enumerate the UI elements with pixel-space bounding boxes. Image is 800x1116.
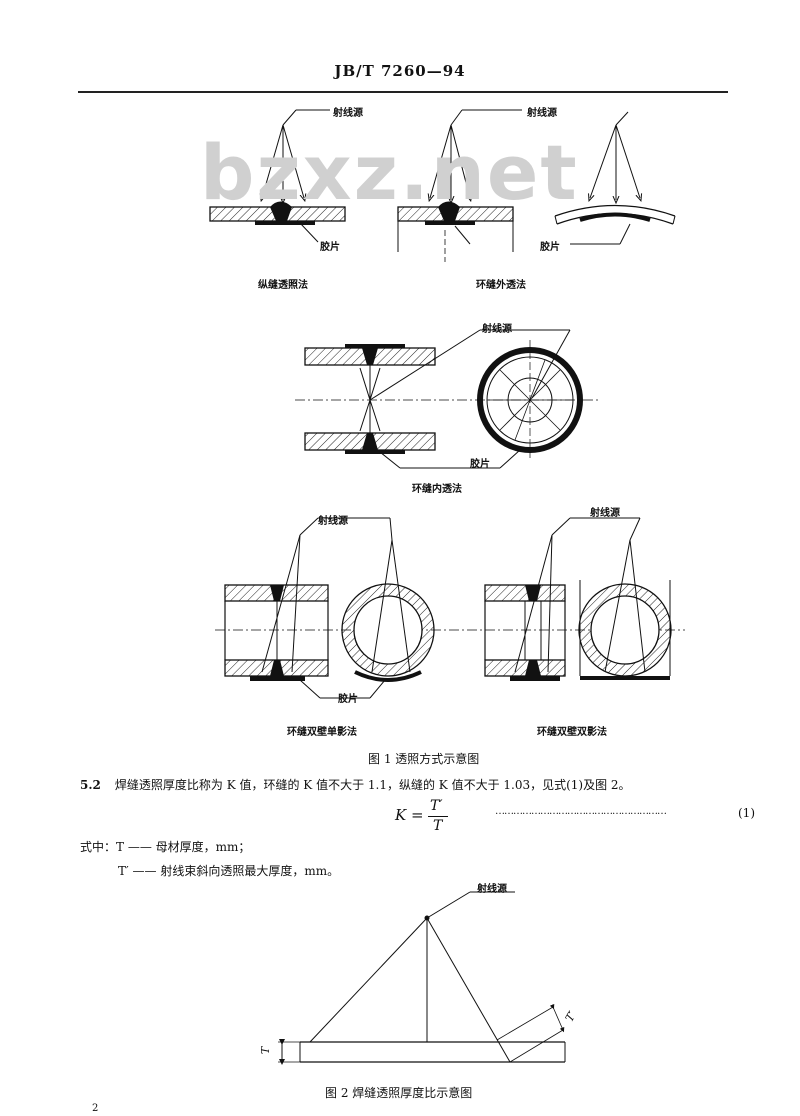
film-label-inner: 胶片 <box>470 459 490 470</box>
caption-circ-inner: 环缝内透法 <box>412 484 462 495</box>
header-rule <box>78 91 728 93</box>
caption-double-wall-double: 环缝双壁双影法 <box>537 727 607 738</box>
film-label-1: 胶片 <box>320 242 340 253</box>
source-label-inner: 射线源 <box>482 324 512 335</box>
where-intro: 式中： <box>80 840 117 854</box>
where-def-t-prime: T′ —— 射线束斜向透照最大厚度，mm。 <box>118 864 340 878</box>
double-wall-double-diagram <box>484 517 672 681</box>
figure2-diagram <box>278 891 566 1065</box>
circ-outer-diagram <box>397 109 676 262</box>
longitudinal-seam-diagram <box>209 109 346 243</box>
formula-denominator: T <box>433 818 443 834</box>
section-text: 焊缝透照厚度比称为 K 值，环缝的 K 值不大于 1.1，纵缝的 K 值不大于 … <box>114 778 631 792</box>
circ-inner-diagram <box>295 329 600 469</box>
watermark-text: bzxz.net <box>200 128 579 217</box>
film-label-single: 胶片 <box>338 694 358 705</box>
formula-dots: ………………………………………………… <box>495 806 667 817</box>
section-number: 5.2 <box>80 778 101 792</box>
page-number: 2 <box>92 1103 99 1114</box>
source-label-single: 射线源 <box>318 516 348 527</box>
caption-longitudinal: 纵缝透照法 <box>258 280 308 291</box>
source-label-2: 射线源 <box>527 108 557 119</box>
formula-number: (1) <box>738 806 755 820</box>
caption-circ-outer: 环缝外透法 <box>476 280 526 291</box>
double-wall-diagrams <box>215 517 685 699</box>
caption-double-wall-single: 环缝双壁单影法 <box>287 727 357 738</box>
formula-numerator: T′ <box>430 798 443 814</box>
section-5-2: 5.2 焊缝透照厚度比称为 K 值，环缝的 K 值不大于 1.1，纵缝的 K 值不… <box>80 776 631 793</box>
fig2-t-label: T <box>259 1046 273 1055</box>
figure1-top-row <box>209 109 676 262</box>
film-label-2: 胶片 <box>540 242 560 253</box>
formula-fraction-bar <box>428 816 448 817</box>
formula-lhs: K = <box>395 806 424 824</box>
figure1-caption: 图 1 透照方式示意图 <box>368 752 480 766</box>
source-label-double: 射线源 <box>590 508 620 519</box>
document-code-header: JB/T 7260—94 <box>334 62 466 80</box>
source-label-1: 射线源 <box>333 108 363 119</box>
where-line-1: 式中：T —— 母材厚度，mm； <box>80 838 250 855</box>
where-def-t: T —— 母材厚度，mm； <box>116 840 251 854</box>
figure2-caption: 图 2 焊缝透照厚度比示意图 <box>325 1086 473 1100</box>
fig2-source-label: 射线源 <box>477 884 507 895</box>
double-wall-single-diagram <box>224 517 435 699</box>
